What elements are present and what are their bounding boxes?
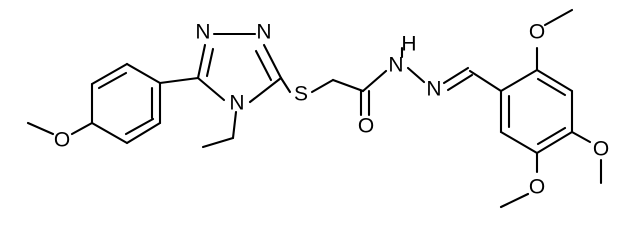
bond-c5-n1-inner bbox=[205, 47, 215, 78]
atom-s: S bbox=[294, 83, 308, 106]
bond-r-c4-c5 bbox=[535, 130, 574, 155]
bond-l-c5-c6 bbox=[125, 121, 162, 145]
molecule-structure: N N N S N H N O O O O O bbox=[26, 8, 609, 209]
bond-r-c1-c2 bbox=[499, 68, 539, 93]
bond-l-c2-c3-inner bbox=[97, 71, 128, 90]
atom-labels: N N N S N H N O O O O O bbox=[54, 21, 609, 199]
atom-nh: N bbox=[388, 54, 403, 77]
atom-o-methoxy-right: O bbox=[593, 138, 609, 161]
bond-c4-o-left bbox=[70, 121, 94, 136]
bond-r-c2-c3 bbox=[535, 68, 574, 93]
bond-r-c5-c6 bbox=[499, 130, 539, 155]
atom-o-methoxy-left: O bbox=[54, 129, 70, 152]
atom-n2: N bbox=[256, 21, 271, 44]
bond-ch2-co bbox=[331, 78, 365, 93]
atom-n4: N bbox=[229, 92, 244, 115]
bond-n4-c5 bbox=[196, 76, 226, 102]
bond-s-ch2 bbox=[310, 78, 335, 94]
bond-o-me-bottom bbox=[499, 192, 530, 209]
bond-nh-n bbox=[406, 66, 426, 84]
bonds bbox=[26, 8, 603, 209]
bond-n2-c3-inner bbox=[254, 49, 273, 82]
atom-n1: N bbox=[195, 21, 210, 44]
bond-r-c4-c5-inner bbox=[536, 126, 567, 146]
bond-r-c2-c3-inner bbox=[536, 77, 567, 97]
bond-c5-n1 bbox=[196, 43, 207, 80]
bond-co-nh bbox=[361, 69, 388, 93]
bond-o-me-left bbox=[26, 121, 55, 136]
bond-l-c4-c5 bbox=[90, 121, 129, 145]
atom-n-imine: N bbox=[426, 78, 441, 101]
atom-o-methoxy-bottom: O bbox=[529, 176, 545, 199]
bond-n2-c3 bbox=[262, 43, 283, 80]
atom-o-methoxy-top: O bbox=[529, 21, 545, 44]
atom-o-carbonyl: O bbox=[358, 115, 374, 138]
bond-n4-ch2 bbox=[231, 110, 238, 140]
bond-n-ch-double bbox=[446, 73, 474, 92]
atom-h: H bbox=[401, 33, 416, 56]
bond-c5-ring bbox=[158, 76, 200, 85]
bond-c3-n4 bbox=[248, 76, 283, 104]
bond-l-c1-c2 bbox=[125, 62, 162, 85]
bond-ch2-ch3 bbox=[201, 136, 235, 149]
bond-c4-o bbox=[570, 130, 592, 144]
bond-ch-ring bbox=[468, 69, 503, 93]
bond-l-c5-c6-inner bbox=[124, 117, 155, 136]
bond-n-ch bbox=[442, 66, 470, 85]
bond-o-me-top bbox=[543, 8, 574, 27]
bond-l-c2-c3 bbox=[90, 62, 129, 86]
bond-c3-s bbox=[279, 76, 292, 94]
